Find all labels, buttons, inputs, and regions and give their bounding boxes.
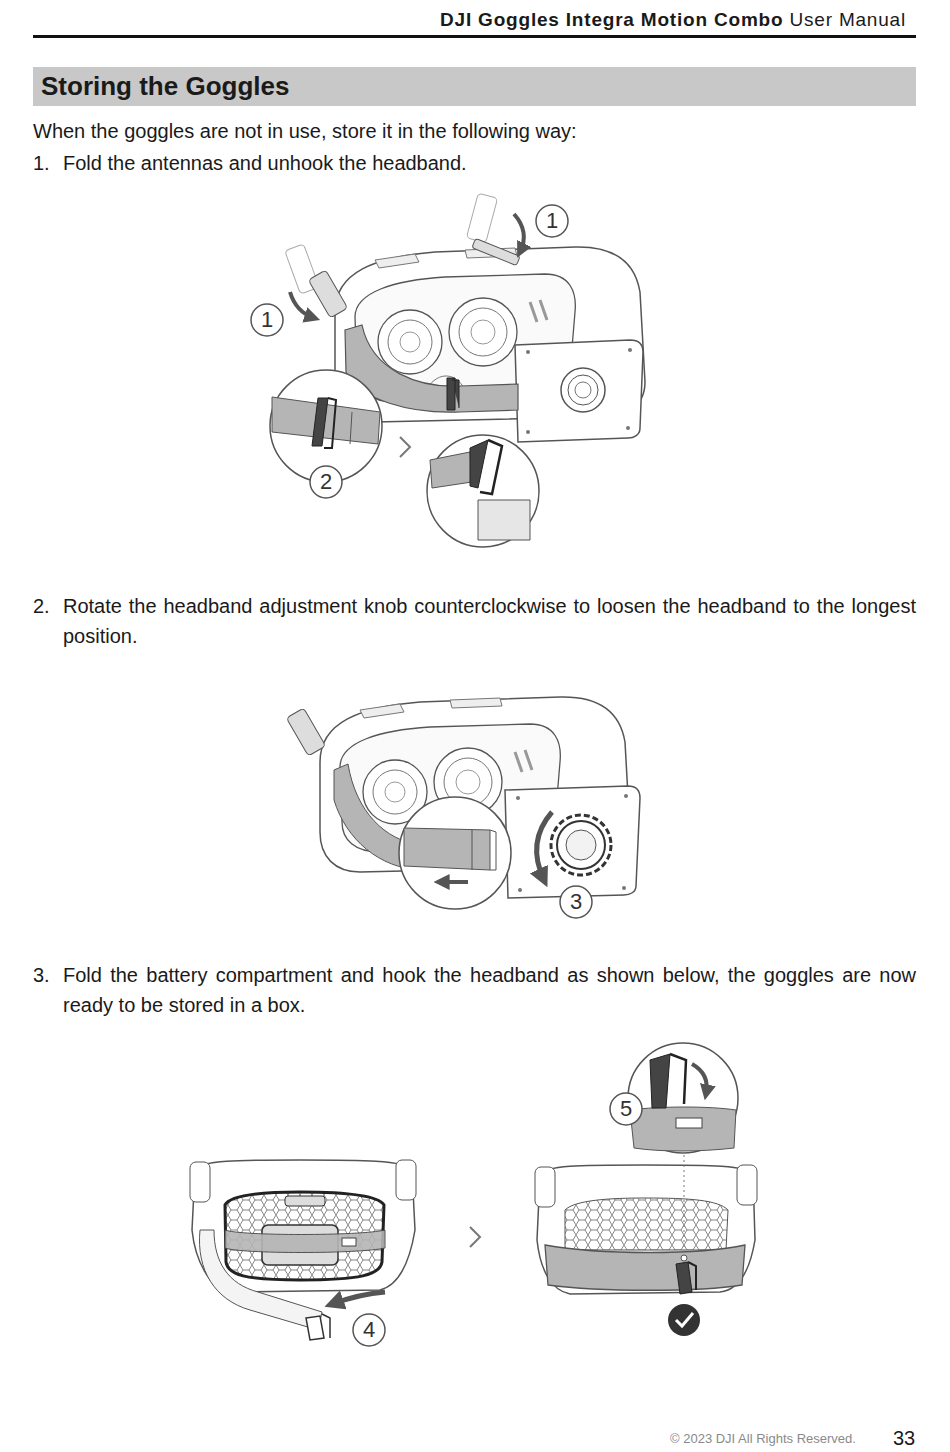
header-text: User Manual	[789, 9, 906, 30]
step-text: Fold the battery compartment and hook th…	[63, 960, 916, 1020]
step-number: 3.	[33, 960, 63, 990]
callout-number: 5	[611, 1094, 641, 1124]
section-title: Storing the Goggles	[41, 69, 289, 103]
step-number: 1.	[33, 148, 63, 178]
callout-number: 4	[354, 1315, 384, 1345]
intro-text: When the goggles are not in use, store i…	[33, 116, 913, 146]
page-number: 33	[893, 1425, 915, 1451]
step-text: Fold the antennas and unhook the headban…	[63, 148, 916, 178]
callout-number: 1	[537, 206, 567, 236]
callout-number: 2	[311, 467, 341, 497]
step-number: 2.	[33, 591, 63, 621]
step-text: Rotate the headband adjustment knob coun…	[63, 591, 916, 651]
header-text: DJI Goggles Integra Motion Combo	[440, 9, 783, 30]
callout-number: 3	[561, 887, 591, 917]
running-header: DJI Goggles Integra Motion Combo User Ma…	[440, 6, 906, 34]
callout-number: 1	[252, 305, 282, 335]
copyright-note: © 2023 DJI All Rights Reserved.	[670, 1430, 856, 1448]
